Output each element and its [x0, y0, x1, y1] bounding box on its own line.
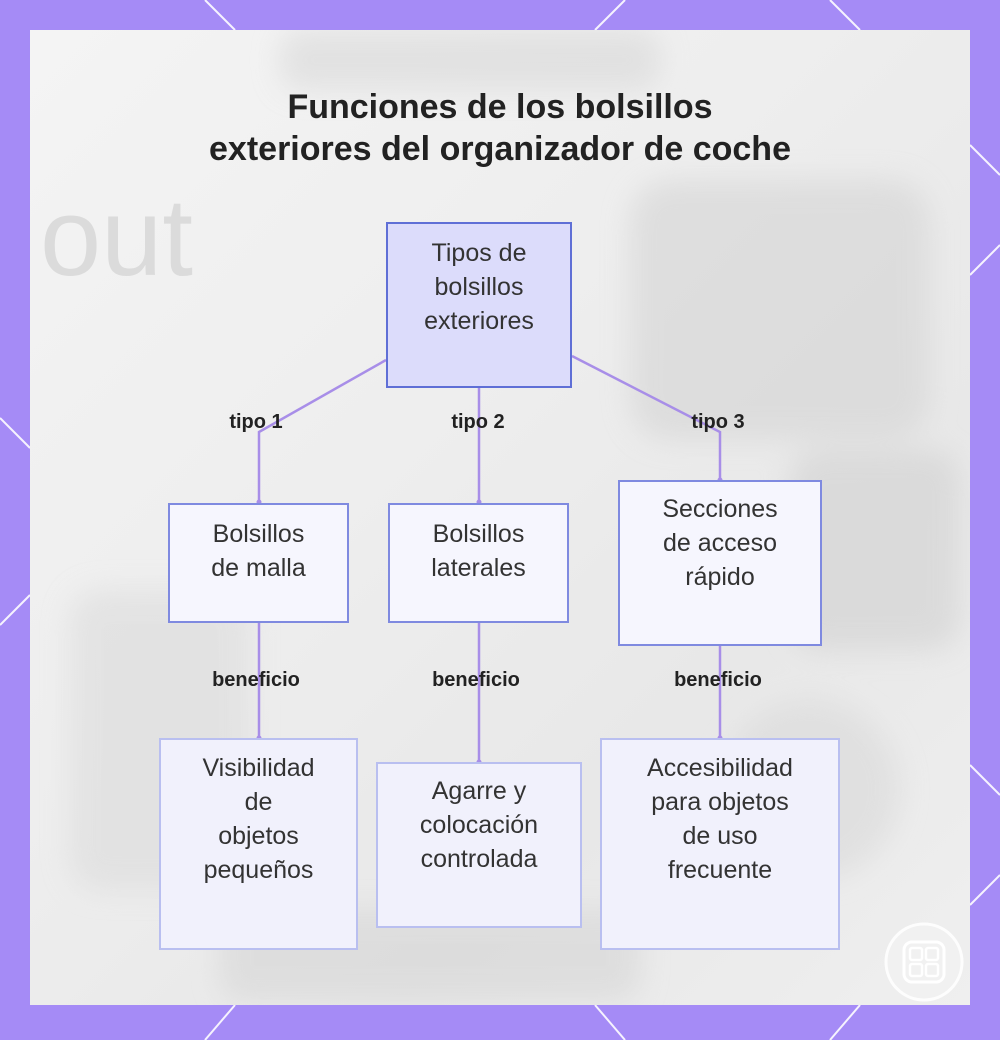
node-text-line: Secciones: [662, 495, 778, 523]
node-text-line: colocación: [419, 811, 539, 839]
type-node-quick-access: Secciones de acceso rápido: [618, 480, 822, 646]
node-text-line: de uso: [682, 822, 758, 850]
node-text-line: Agarre y: [431, 777, 527, 805]
type-node-side-pockets: Bolsillos laterales: [388, 503, 569, 623]
node-text-line: rápido: [685, 563, 755, 591]
edge-label-benefit-1: beneficio: [212, 669, 300, 691]
node-text-line: Bolsillos: [432, 520, 525, 548]
root-node: Tipos de bolsillos exteriores: [386, 222, 572, 388]
connector-root-type1: [257, 358, 387, 502]
node-text-line: de: [244, 788, 273, 816]
node-text-line: exteriores: [424, 307, 534, 335]
node-text-line: laterales: [431, 554, 526, 582]
node-text-line: bolsillos: [434, 273, 524, 301]
edge-label-benefit-2: beneficio: [432, 669, 520, 691]
grid-app-icon: [884, 922, 964, 1002]
diagram-title-line-2: exteriores del organizador de coche: [209, 130, 791, 168]
background-text: out: [40, 176, 193, 299]
node-text-line: Visibilidad: [202, 754, 315, 782]
node-text-line: frecuente: [667, 856, 773, 884]
node-text-line: Accesibilidad: [647, 754, 793, 782]
node-text-line: objetos: [218, 822, 299, 850]
edge-label-type-2: tipo 2: [451, 411, 505, 433]
node-text-line: controlada: [420, 845, 538, 873]
node-text-line: para objetos: [651, 788, 789, 816]
edge-label-benefit-3: beneficio: [674, 669, 762, 691]
benefit-node-grip: Agarre y colocación controlada: [376, 762, 582, 928]
node-text-line: Bolsillos: [212, 520, 305, 548]
edge-label-type-3: tipo 3: [691, 411, 745, 433]
diagram-title-line-1: Funciones de los bolsillos: [287, 88, 713, 126]
benefit-node-accessibility: Accesibilidad para objetos de uso frecue…: [600, 738, 840, 950]
benefit-node-visibility: Visibilidad de objetos pequeños: [159, 738, 358, 950]
node-text-line: Tipos de: [431, 239, 527, 267]
node-text-line: pequeños: [203, 856, 314, 884]
type-node-mesh-pockets: Bolsillos de malla: [168, 503, 349, 623]
node-text-line: de acceso: [663, 529, 777, 557]
node-text-line: de malla: [211, 554, 306, 582]
edge-label-type-1: tipo 1: [229, 411, 283, 433]
connector-root-type3: [571, 354, 722, 480]
